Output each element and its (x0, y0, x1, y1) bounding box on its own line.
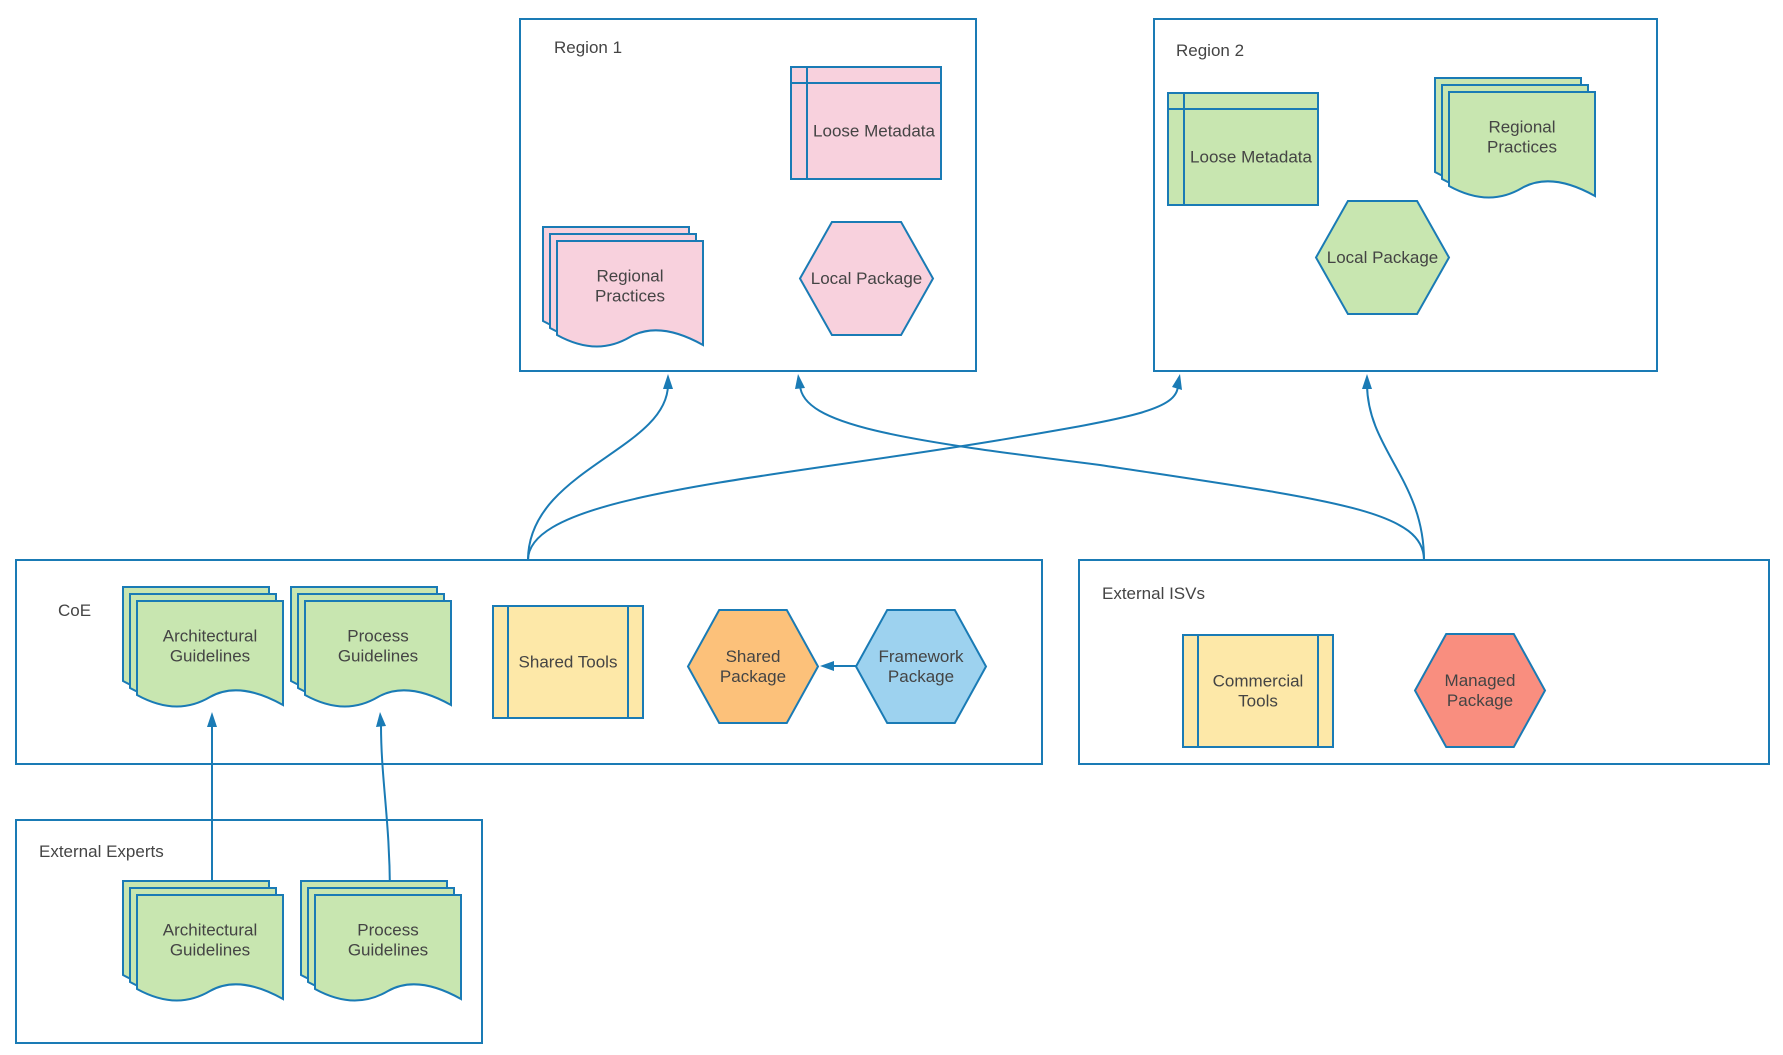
arrowhead-coe-to-region2 (1172, 374, 1182, 390)
document-front-page (1448, 91, 1596, 199)
node-label-r1-local-package-line-1: Local Package (811, 269, 923, 288)
node-label-r2-regional-practices-line-2: Practices (1487, 138, 1557, 157)
document-front-page (304, 600, 452, 708)
document-front-page (136, 600, 284, 708)
hexagon-body (1413, 633, 1547, 748)
node-label-coe-framework-package-line-1: Framework (878, 647, 964, 666)
node-label-ext-process-guidelines-line-2: Guidelines (348, 941, 428, 960)
node-label-ext-process-guidelines-line-1: Process (357, 921, 418, 940)
node-label-r1-regional-practices-line-2: Practices (595, 287, 665, 306)
node-label-coe-process-guidelines-line-2: Guidelines (338, 647, 418, 666)
node-label-r2-local-package-line-1: Local Package (1327, 248, 1439, 267)
edge-isv-to-region1 (799, 384, 1425, 561)
edge-coe-to-region1 (527, 384, 669, 561)
hexagon-body (854, 609, 988, 724)
arrowhead-coe-to-region1 (663, 374, 673, 389)
node-label-ext-arch-guidelines-line-2: Guidelines (170, 941, 250, 960)
storage-body (1167, 92, 1319, 206)
edge-isv-to-region2 (1366, 384, 1425, 561)
document-front-page (556, 240, 704, 348)
document-front-page (314, 894, 462, 1002)
node-r1-loose-metadata[interactable]: Loose Metadata (790, 66, 942, 180)
node-label-coe-framework-package-line-2: Package (888, 667, 954, 686)
node-label-r2-loose-metadata-line-1: Loose Metadata (1190, 148, 1312, 167)
node-label-isv-managed-package-line-2: Package (1447, 691, 1513, 710)
arrowhead-ext-process-to-coe-process (376, 712, 386, 727)
node-label-coe-shared-tools-line-1: Shared Tools (519, 653, 618, 672)
node-coe-shared-tools[interactable]: Shared Tools (492, 605, 644, 719)
node-label-isv-managed-package-line-1: Managed (1445, 671, 1516, 690)
container-label-coe: CoE (58, 601, 91, 620)
node-r2-local-package[interactable]: Local Package (1314, 200, 1451, 315)
container-label-region-1: Region 1 (554, 38, 622, 57)
arrowhead-framework-to-shared (820, 661, 834, 671)
node-label-isv-commercial-tools-line-1: Commercial (1213, 672, 1304, 691)
container-label-external-experts: External Experts (39, 842, 164, 861)
node-label-r1-regional-practices-line-1: Regional (596, 267, 663, 286)
node-label-isv-commercial-tools-line-2: Tools (1238, 692, 1278, 711)
storage-body (790, 66, 942, 180)
node-label-r1-loose-metadata-line-1: Loose Metadata (813, 122, 935, 141)
node-label-coe-shared-package-line-1: Shared (726, 647, 781, 666)
node-r1-local-package[interactable]: Local Package (798, 221, 935, 336)
node-label-coe-arch-guidelines-line-1: Architectural (163, 627, 257, 646)
edge-coe-to-region2 (527, 384, 1179, 561)
node-label-coe-process-guidelines-line-1: Process (347, 627, 408, 646)
process-body (492, 605, 644, 719)
node-r2-loose-metadata[interactable]: Loose Metadata (1167, 92, 1319, 206)
node-label-r2-regional-practices-line-1: Regional (1488, 118, 1555, 137)
hexagon-body (686, 609, 820, 724)
arrowhead-ext-arch-to-coe-arch (207, 712, 217, 727)
hexagon-body (1314, 200, 1451, 315)
edges-layer (207, 374, 1425, 898)
arrowhead-isv-to-region2 (1362, 374, 1372, 389)
process-body (1182, 634, 1334, 748)
edge-ext-process-to-coe-process (380, 724, 391, 898)
node-label-coe-shared-package-line-2: Package (720, 667, 786, 686)
document-front-page (136, 894, 284, 1002)
hexagon-body (798, 221, 935, 336)
container-label-region-2: Region 2 (1176, 41, 1244, 60)
arrowhead-isv-to-region1 (795, 374, 805, 389)
container-label-external-isvs: External ISVs (1102, 584, 1205, 603)
node-label-ext-arch-guidelines-line-1: Architectural (163, 921, 257, 940)
node-label-coe-arch-guidelines-line-2: Guidelines (170, 647, 250, 666)
